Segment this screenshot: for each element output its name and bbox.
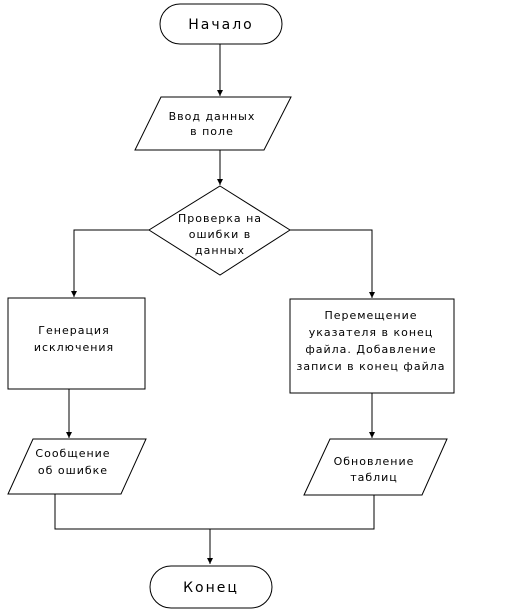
move-label-line-4: записи в конец файла [297,360,446,373]
edge-update-merge [210,495,375,530]
edge-check-move [290,229,375,298]
move-node: Перемещение указателя в конец файла. Доб… [289,298,455,394]
check-label-line-3: данных [195,244,245,257]
input-node: Ввод данных в поле [134,96,292,151]
update-label-line-2: таблиц [350,471,398,484]
edge-check-exception [71,229,149,297]
move-label-line-3: файла. Добавление [305,343,436,356]
error-message-node: Сообщение об ошибке [7,438,147,495]
input-label-line-2: в поле [190,125,234,138]
edge-error-merge [54,494,210,530]
end-label: Конец [183,580,239,596]
check-label-line-1: Проверка на [178,212,262,225]
move-label-line-2: указателя в конец [309,326,434,339]
check-label-line-2: ошибки в [189,228,252,241]
error-message-label-line-1: Сообщение [35,447,110,460]
start-node: Начало [159,3,283,45]
start-label: Начало [188,17,253,33]
connectors [54,44,375,564]
end-node: Конец [149,565,273,609]
input-label-line-1: Ввод данных [169,110,256,123]
exception-label-line-1: Генерация [38,324,109,337]
update-node: Обновление таблиц [303,438,448,496]
error-message-label-line-2: об ошибке [38,464,108,477]
move-label-line-1: Перемещение [324,309,417,322]
check-node: Проверка на ошибки в данных [148,185,291,276]
exception-node: Генерация исключения [7,297,146,390]
update-label-line-1: Обновление [334,455,415,468]
exception-label-line-2: исключения [34,341,114,354]
